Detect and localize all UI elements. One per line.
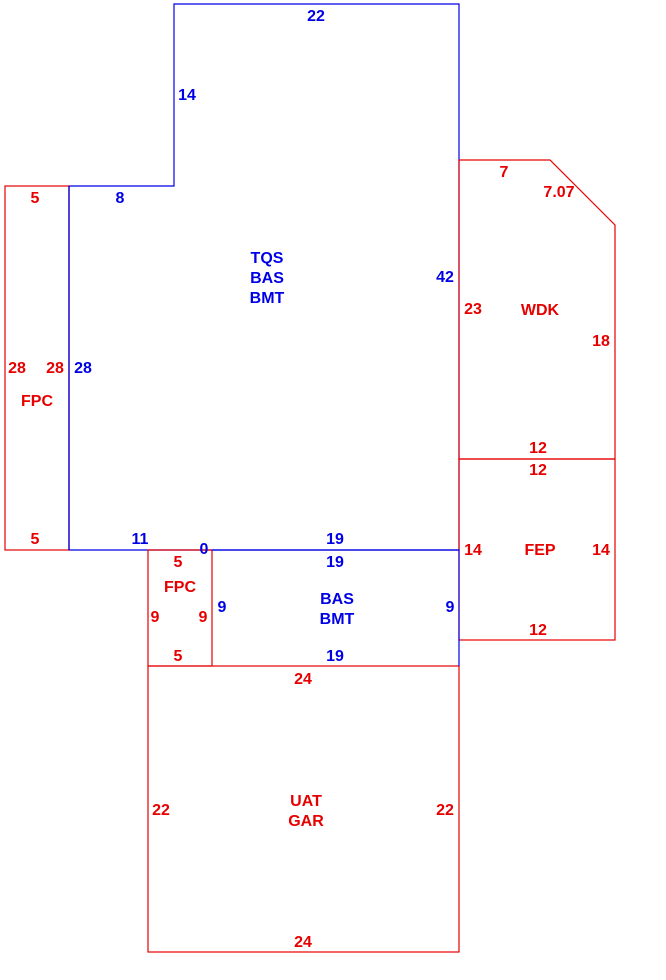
dim-label: 14: [178, 87, 196, 104]
fep-label: FEP: [524, 542, 556, 559]
dim-label: 22: [307, 8, 325, 25]
dim-label: 12: [529, 440, 547, 457]
wdk-label: WDK: [520, 302, 560, 319]
dim-label: 0: [199, 541, 209, 558]
dim-label: 24: [294, 671, 312, 688]
fpc-left-label: FPC: [21, 393, 53, 410]
dim-label: 7.07: [543, 184, 575, 201]
wdk-outline: [458, 159, 616, 460]
uat-label: UAT GAR: [288, 792, 324, 832]
dim-label: 9: [445, 599, 455, 616]
tqs-label: TQS BAS BMT: [250, 249, 285, 309]
dim-label: 8: [115, 190, 125, 207]
bas-outline: [212, 549, 460, 666]
dim-label: 28: [8, 360, 26, 377]
dim-label: 11: [131, 531, 149, 548]
dim-label: 14: [592, 542, 610, 559]
dim-label: 24: [294, 934, 312, 951]
dim-label: 12: [529, 462, 547, 479]
dim-label: 5: [30, 531, 40, 548]
tqs-label-line: BMT: [249, 290, 285, 307]
uat-label-line: UAT: [290, 793, 322, 810]
uat-outline: [147, 665, 460, 953]
dim-label: 23: [464, 301, 482, 318]
dim-label: 12: [529, 622, 547, 639]
bas-label-line: BAS: [320, 591, 354, 608]
dim-label: 19: [326, 531, 344, 548]
dim-label: 7: [499, 164, 509, 181]
tqs-label-line: TQS: [250, 250, 284, 267]
dim-label: 5: [173, 648, 183, 665]
dim-label: 9: [198, 609, 208, 626]
dim-label: 22: [436, 802, 454, 819]
dim-label: 18: [592, 333, 610, 350]
dim-label: 9: [150, 609, 160, 626]
bas-label-line: BMT: [319, 611, 355, 628]
uat-label-line: GAR: [288, 813, 324, 830]
dim-label: 5: [30, 190, 40, 207]
dim-label: 5: [173, 554, 183, 571]
dim-label: 28: [46, 360, 64, 377]
dim-label: 14: [464, 542, 482, 559]
dim-label: 9: [217, 599, 227, 616]
dim-label: 28: [74, 360, 92, 377]
tqs-label-line: BAS: [250, 270, 284, 287]
fpc-lower-label: FPC: [164, 579, 196, 596]
dim-label: 19: [326, 554, 344, 571]
dim-label: 19: [326, 648, 344, 665]
dim-label: 22: [152, 802, 170, 819]
dim-label: 42: [436, 269, 454, 286]
bas-label: BAS BMT: [320, 590, 355, 630]
